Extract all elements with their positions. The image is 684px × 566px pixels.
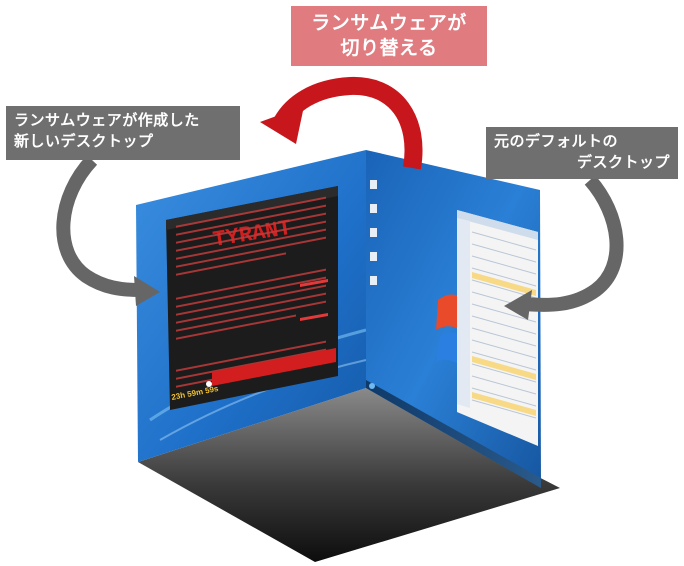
taskbar <box>366 380 541 488</box>
ransom-lock-icon <box>206 381 212 387</box>
left-curve-arrow <box>56 155 141 297</box>
file-manager-window <box>457 210 538 446</box>
desktop-icons <box>370 180 377 285</box>
new-desktop-face: TYRANT <box>136 150 367 462</box>
callout-default-desktop: 元のデフォルトの デスクトップ <box>486 127 678 179</box>
callout-switch: ランサムウェアが 切り替える <box>291 6 487 66</box>
original-desktop-face <box>366 150 541 488</box>
callout-default-desktop-line2: デスクトップ <box>576 153 670 171</box>
cube-bottom-shadow <box>138 388 560 562</box>
ransom-window: TYRANT <box>166 186 338 410</box>
right-curve-arrow <box>523 175 624 312</box>
callout-new-desktop-line2: 新しいデスクトップ <box>14 132 154 150</box>
rotate-arrow <box>274 76 423 170</box>
callout-new-desktop: ランサムウェアが作成した 新しいデスクトップ <box>6 106 240 160</box>
callout-default-desktop-line1: 元のデフォルトの <box>494 132 619 150</box>
callout-new-desktop-line1: ランサムウェアが作成した <box>14 111 200 129</box>
callout-switch-line2: 切り替える <box>340 37 438 59</box>
start-button-icon <box>369 383 375 389</box>
ransom-action-button[interactable] <box>212 348 336 386</box>
callout-switch-line1: ランサムウェアが <box>311 12 467 34</box>
